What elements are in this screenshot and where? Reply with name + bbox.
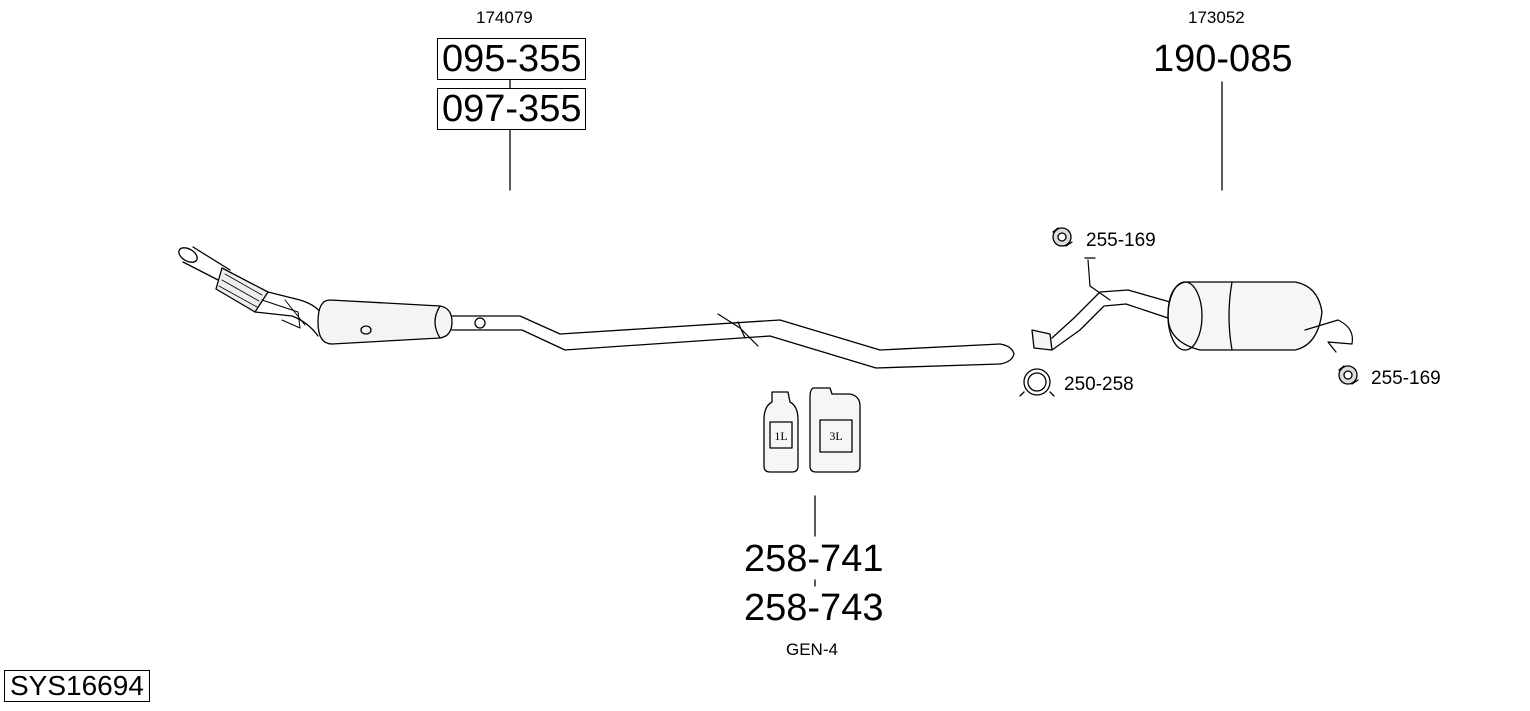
rubber-mount-icon bbox=[1052, 227, 1073, 247]
rear-part-number[interactable]: 190-085 bbox=[1153, 38, 1293, 80]
rubber-mount-part-number[interactable]: 255-169 bbox=[1086, 230, 1156, 251]
front-ref-label: 174079 bbox=[476, 8, 533, 27]
bottle-small-label: 1L bbox=[774, 429, 787, 443]
front-part-number[interactable]: 095-355 bbox=[437, 38, 587, 80]
rubber-mount-icon bbox=[1338, 365, 1359, 385]
front-part-number[interactable]: 097-355 bbox=[437, 88, 587, 130]
rear-muffler bbox=[1031, 257, 1354, 353]
front-pipe bbox=[178, 246, 326, 337]
catalytic-converter bbox=[317, 299, 453, 345]
fluid-bottle-small bbox=[763, 391, 799, 473]
clamp-part-number[interactable]: 250-258 bbox=[1064, 374, 1134, 395]
bottle-large-label: 3L bbox=[829, 429, 842, 443]
system-code: SYS16694 bbox=[4, 670, 150, 702]
fluid-part-number[interactable]: 258-741 bbox=[744, 538, 884, 580]
fluid-note: GEN-4 bbox=[786, 640, 838, 659]
rear-ref-label: 173052 bbox=[1188, 8, 1245, 27]
fluid-part-number[interactable]: 258-743 bbox=[744, 587, 884, 629]
clamp-icon bbox=[1019, 368, 1055, 397]
rubber-mount-part-number[interactable]: 255-169 bbox=[1371, 368, 1441, 389]
fluid-canister-large bbox=[809, 387, 861, 473]
middle-pipe bbox=[451, 313, 1015, 369]
